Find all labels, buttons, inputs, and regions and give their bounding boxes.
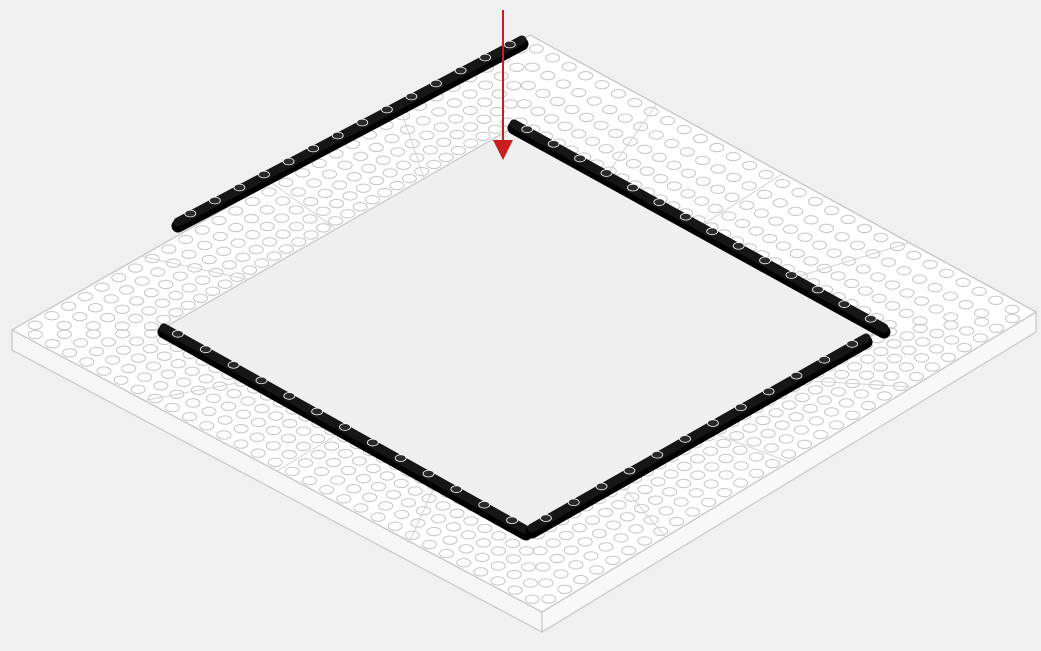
plate-stud (847, 341, 858, 348)
plate-stud (256, 377, 267, 384)
plate-stud (504, 41, 515, 48)
plate-stud (395, 455, 406, 462)
plate-stud (627, 184, 638, 191)
plate-stud (812, 286, 823, 293)
plate-stud (185, 210, 196, 217)
plate-stud (367, 439, 378, 446)
plate-stud (200, 346, 211, 353)
plate-stud (548, 140, 559, 147)
plate-stud (172, 330, 183, 337)
plate-stud (654, 199, 665, 206)
plate-stud (357, 119, 368, 126)
plate-stud (507, 517, 518, 524)
plate-stud (735, 404, 746, 411)
plate-stud (209, 197, 220, 204)
plate-stud (624, 467, 635, 474)
plate-stud (601, 170, 612, 177)
plate-stud (575, 155, 586, 162)
plate-stud (480, 54, 491, 61)
plate-stud (308, 145, 319, 152)
plate-stud (381, 106, 392, 113)
plate-stud (312, 408, 323, 415)
plate-stud (707, 420, 718, 427)
plate-stud (865, 315, 876, 322)
plate-stud (763, 388, 774, 395)
plate-stud (455, 67, 466, 74)
plate-stud (680, 213, 691, 220)
plate-stud (259, 171, 270, 178)
plate-stud (819, 356, 830, 363)
plate-stud (652, 451, 663, 458)
plate-stud (540, 515, 551, 522)
plate-stud (596, 483, 607, 490)
plate-stud (228, 361, 239, 368)
plate-stud (680, 436, 691, 443)
plate-stud (791, 372, 802, 379)
plate-stud (479, 501, 490, 508)
plate-stud (284, 393, 295, 400)
plate-stud (733, 242, 744, 249)
plate-stud (431, 80, 442, 87)
plate-stud (786, 272, 797, 279)
plate-stud (839, 301, 850, 308)
plate-stud (332, 132, 343, 139)
plate-stud (340, 424, 351, 431)
plate-stud (451, 486, 462, 493)
plate-stud (283, 158, 294, 165)
plate-stud (707, 228, 718, 235)
plate-stud (760, 257, 771, 264)
plate-stud (234, 184, 245, 191)
plate-stud (406, 93, 417, 100)
plate-stud (568, 499, 579, 506)
plate-stud (522, 126, 533, 133)
plate-stud (423, 470, 434, 477)
